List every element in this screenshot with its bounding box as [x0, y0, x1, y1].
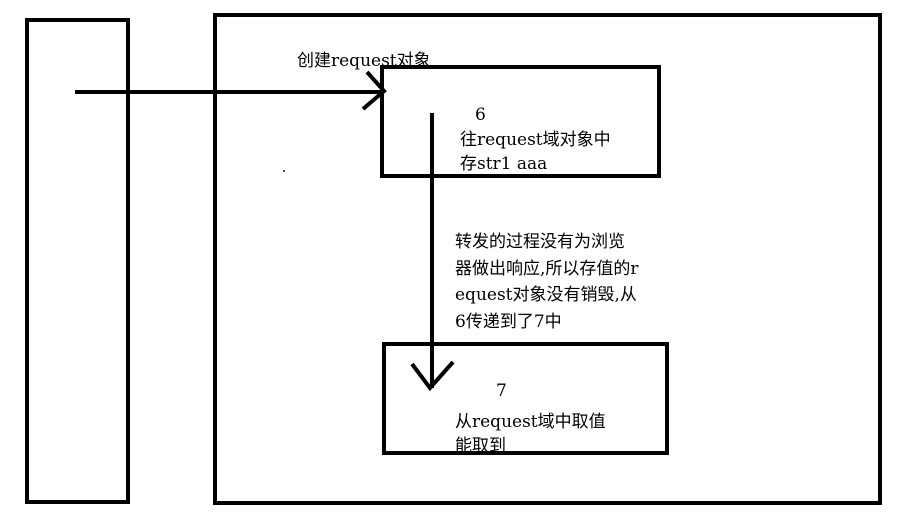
servlet-6-number: 6 [475, 105, 486, 125]
servlet-7-number: 7 [496, 381, 507, 401]
servlet-7-box [382, 342, 669, 455]
servlet-6-box [380, 65, 661, 178]
request-arrow [75, 70, 387, 111]
forward-note: 转发的过程没有为浏览器做出响应,所以存值的request对象没有销毁,从6传递到… [455, 232, 639, 332]
server-box [213, 13, 882, 505]
servlet-6-line2: 存str1 aaa [460, 154, 548, 174]
servlet-6-line1: 往request域对象中 [460, 130, 611, 150]
dot [283, 170, 285, 172]
forward-arrow [410, 113, 455, 392]
servlet-7-line2: 能取到 [455, 436, 506, 456]
create-request-label: 创建request对象 [297, 51, 431, 71]
browser-box [25, 18, 130, 504]
servlet-7-line1: 从request域中取值 [455, 412, 606, 432]
